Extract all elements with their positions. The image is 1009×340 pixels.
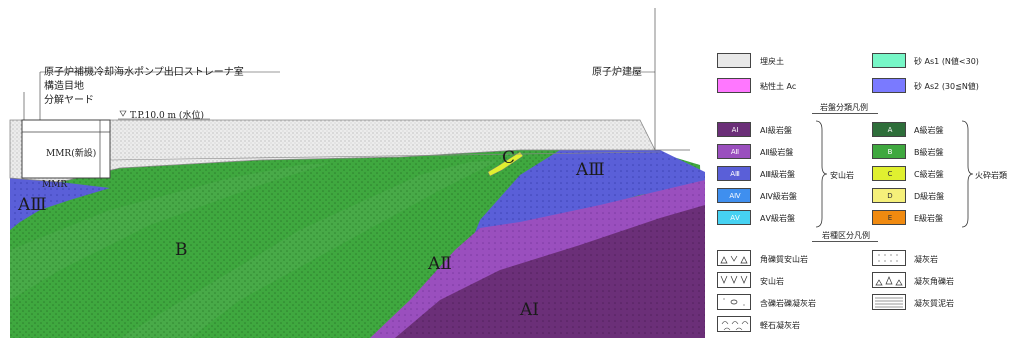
zone-label-a3-right: AⅢ [576, 160, 605, 180]
pyroclastic-group-label: 火砕岩類 [975, 171, 1007, 180]
label-water-level: T.P.10.0 m (水位) [130, 111, 204, 121]
symbol-angular-andesite-icon [717, 250, 751, 266]
andesite-brace [815, 120, 828, 228]
swatch-a2: AⅡ [717, 144, 751, 159]
swatch-pyro-a: A [872, 122, 906, 137]
swatch-a3: AⅢ [717, 166, 751, 181]
swatch-a1: AⅠ [717, 122, 751, 137]
backfill [9, 119, 656, 183]
legend-a2: AⅡ級岩盤 [760, 148, 794, 157]
zone-a1 [395, 205, 705, 338]
symbol-pebble-tuff-icon [717, 294, 751, 310]
symbol-andesite-icon [717, 272, 751, 288]
symbol-pumice-tuff-icon [717, 316, 751, 332]
pyroclastic-brace [961, 120, 974, 228]
label-mmr-new: MMR(新設) [46, 149, 97, 159]
ground-line [109, 151, 661, 161]
legend-a4: AⅣ級岩盤 [760, 192, 797, 201]
zone-c [487, 151, 524, 177]
legend-rock-angular-andesite: 角礫質安山岩 [760, 255, 808, 264]
legend-soil-as2: 砂 As2 (30≦N値) [914, 82, 979, 91]
swatch-clay-ac [717, 78, 751, 93]
legend-rock-pebble-tuff: 含礫岩礫凝灰岩 [760, 299, 816, 308]
legend-a5: AⅤ級岩盤 [760, 214, 795, 223]
symbol-tuffaceous-mudstone-icon [872, 294, 906, 310]
swatch-sand-as2 [872, 78, 906, 93]
zone-label-a2: AⅡ [428, 254, 452, 274]
divider [812, 113, 878, 114]
legend-soil-backfill: 埋戻土 [760, 57, 784, 66]
legend-rock-tuffaceous-mudstone: 凝灰質泥岩 [914, 299, 954, 308]
zone-label-c: C [502, 148, 516, 168]
zone-label-a1: AⅠ [520, 300, 539, 320]
zone-a3-left [10, 178, 110, 230]
label-structure-joint: 構造目地 [44, 81, 84, 92]
swatch-pyro-e: E [872, 210, 906, 225]
reactor-building-outline [654, 8, 690, 151]
legend-soil-ac: 粘性土 Ac [760, 82, 797, 91]
legend-a1: AⅠ級岩盤 [760, 126, 792, 135]
swatch-sand-as1 [872, 53, 906, 68]
label-reactor-building: 原子炉建屋 [592, 67, 642, 78]
legend-pyro-b: B級岩盤 [914, 148, 944, 157]
legend-pyro-a: A級岩盤 [914, 126, 944, 135]
symbol-tuff-icon [872, 250, 906, 266]
zone-b-band [10, 163, 330, 300]
legend-pyro-e: E級岩盤 [914, 214, 944, 223]
legend-a3: AⅢ級岩盤 [760, 170, 795, 179]
zone-label-b: B [175, 240, 188, 260]
swatch-a5: AⅤ [717, 210, 751, 225]
label-mmr: MMR [42, 180, 68, 190]
legend-rock-pumice-tuff: 軽石凝灰岩 [760, 321, 800, 330]
legend-pyro-d: D級岩盤 [914, 192, 945, 201]
legend-rock-tuff: 凝灰岩 [914, 255, 938, 264]
label-strainer-room: 原子炉補機冷却海水ポンプ出口ストレーナ室 [44, 67, 244, 78]
swatch-backfill [717, 53, 751, 68]
zone-label-a3-left: AⅢ [18, 195, 47, 215]
swatch-a4: AⅣ [717, 188, 751, 203]
swatch-pyro-d: D [872, 188, 906, 203]
legend-pyro-c: C級岩盤 [914, 170, 944, 179]
zone-b-band [120, 160, 500, 338]
swatch-pyro-b: B [872, 144, 906, 159]
swatch-pyro-c: C [872, 166, 906, 181]
legend-soil-as1: 砂 As1 (N値<30) [914, 57, 979, 66]
symbol-tuff-breccia-icon [872, 272, 906, 288]
legend-rock-tuff-breccia: 凝灰角礫岩 [914, 277, 954, 286]
legend-rock-andesite: 安山岩 [760, 277, 784, 286]
label-disassembly-yard: 分解ヤード [44, 95, 94, 106]
rock-class-legend-title: 岩盤分類凡例 [820, 103, 868, 112]
legend: 埋戻土 砂 As1 (N値<30) 粘性土 Ac 砂 As2 (30≦N値) 岩… [712, 50, 1007, 340]
rock-type-legend-title: 岩種区分凡例 [822, 231, 870, 240]
structure-mmr [21, 119, 111, 179]
andesite-group-label: 安山岩 [830, 171, 854, 180]
divider [812, 241, 878, 242]
geologic-cross-section [9, 8, 705, 338]
